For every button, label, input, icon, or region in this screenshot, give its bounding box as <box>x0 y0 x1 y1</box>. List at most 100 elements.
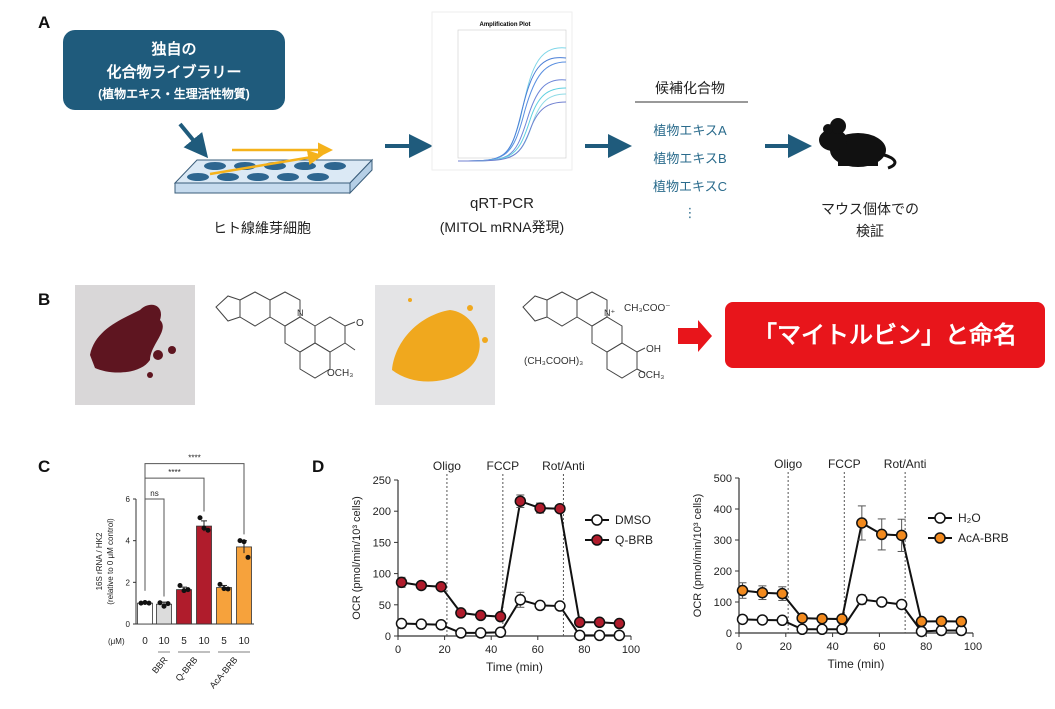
data-point <box>935 624 948 637</box>
data-point <box>217 581 223 587</box>
dose-label: 10 <box>158 636 170 647</box>
x-axis-label: Time (min) <box>828 657 885 671</box>
data-point <box>225 586 231 592</box>
data-point <box>836 613 848 625</box>
data-point <box>237 538 243 544</box>
legend-marker <box>934 532 946 544</box>
injection-label: Oligo <box>774 457 802 471</box>
data-point <box>796 612 808 624</box>
qpcr-sublabel: (MITOL mRNA発現) <box>440 219 564 235</box>
data-point <box>573 616 586 629</box>
y-tick-label: 4 <box>126 537 131 546</box>
data-point <box>613 629 626 642</box>
data-point <box>455 607 467 619</box>
y-tick-label: 6 <box>126 495 131 504</box>
dose-label: 5 <box>181 636 187 647</box>
data-point <box>554 600 566 612</box>
y-tick-label: 50 <box>379 600 391 612</box>
injection-label: Oligo <box>433 459 461 473</box>
data-point <box>554 502 566 515</box>
arrow-library-to-cells <box>178 122 209 159</box>
data-point <box>875 596 888 608</box>
legend-marker <box>934 512 946 524</box>
data-point <box>245 554 251 560</box>
structure2-och3: OCH₃ <box>638 370 664 381</box>
series-line <box>742 598 962 633</box>
data-point <box>915 615 928 628</box>
data-point <box>955 615 968 628</box>
x-tick-label: 20 <box>438 644 450 656</box>
data-point <box>796 623 808 636</box>
amplification-plot-title: Amplification Plot <box>480 22 531 28</box>
x-tick-label: 40 <box>826 641 838 653</box>
naming-banner: 「マイトルビン」と命名 <box>725 302 1045 368</box>
data-point <box>534 502 546 514</box>
data-point <box>138 600 144 606</box>
cells-label: ヒト線維芽細胞 <box>213 220 311 236</box>
data-point <box>895 598 908 611</box>
dose-label: 10 <box>198 636 210 647</box>
mouse-label-2: 検証 <box>856 223 884 239</box>
bar <box>176 589 192 625</box>
mouse-icon <box>819 118 897 170</box>
chemical-structure-2 <box>522 291 646 379</box>
chemical-structure-1 <box>215 291 356 379</box>
bar <box>216 587 232 625</box>
amplification-plot-thumbnail: Amplification Plot <box>431 11 573 171</box>
unit-label: (μM) <box>108 637 125 646</box>
dose-label: 0 <box>142 636 148 647</box>
powder-photo-red <box>75 285 195 405</box>
naming-banner-text: 「マイトルビン」と命名 <box>753 321 1017 349</box>
dose-label: 10 <box>238 636 250 647</box>
x-tick-label: 20 <box>780 641 792 653</box>
significance-bracket <box>144 498 165 597</box>
x-tick-label: 80 <box>578 644 590 656</box>
y-tick-label: 100 <box>373 569 391 581</box>
data-point <box>514 594 527 606</box>
data-point <box>161 603 167 609</box>
data-point <box>221 586 227 592</box>
significance-label: **** <box>188 454 200 463</box>
legend-label: DMSO <box>615 513 651 527</box>
data-point <box>185 587 191 593</box>
injection-label: Rot/Anti <box>884 457 927 471</box>
x-axis-label: Time (min) <box>486 660 543 674</box>
y-axis-label: OCR (pmol/min/10³ cells) <box>692 494 704 617</box>
structure1-n: N <box>297 308 304 318</box>
panel-a-label: A <box>38 13 50 32</box>
candidate-item: 植物エキスC <box>653 179 727 194</box>
structure2-oh: OH <box>646 344 661 355</box>
data-point <box>494 626 507 639</box>
data-point <box>736 584 749 597</box>
x-tick-label: 0 <box>395 644 401 656</box>
candidates-title: 候補化合物 <box>655 80 725 96</box>
x-tick-label: 80 <box>920 641 932 653</box>
injection-label: FCCP <box>828 457 861 471</box>
y-tick-label: 400 <box>714 504 732 516</box>
y-tick-label: 100 <box>714 597 732 609</box>
structure2-n: N⁺ <box>604 308 615 318</box>
data-point <box>935 615 948 627</box>
data-point <box>146 600 152 606</box>
data-point <box>856 593 868 606</box>
y-tick-label: 150 <box>373 537 391 549</box>
y-axis-label: 16S rRNA / HK2 <box>95 532 104 590</box>
data-point <box>836 623 848 636</box>
dose-label: 5 <box>221 636 227 647</box>
x-tick-label: 60 <box>873 641 885 653</box>
y-axis-label: (relative to 0 μM control) <box>106 518 115 605</box>
significance-label: **** <box>168 468 180 477</box>
y-tick-label: 0 <box>126 620 131 629</box>
structure2-solvate: (CH₃COOH)₃ <box>524 356 583 367</box>
data-point <box>157 600 163 606</box>
x-tick-label: 40 <box>485 644 497 656</box>
panel-b-label: B <box>38 290 50 309</box>
y-tick-label: 200 <box>714 566 732 578</box>
injection-label: Rot/Anti <box>542 459 585 473</box>
data-point <box>455 627 467 639</box>
data-point <box>776 587 789 600</box>
